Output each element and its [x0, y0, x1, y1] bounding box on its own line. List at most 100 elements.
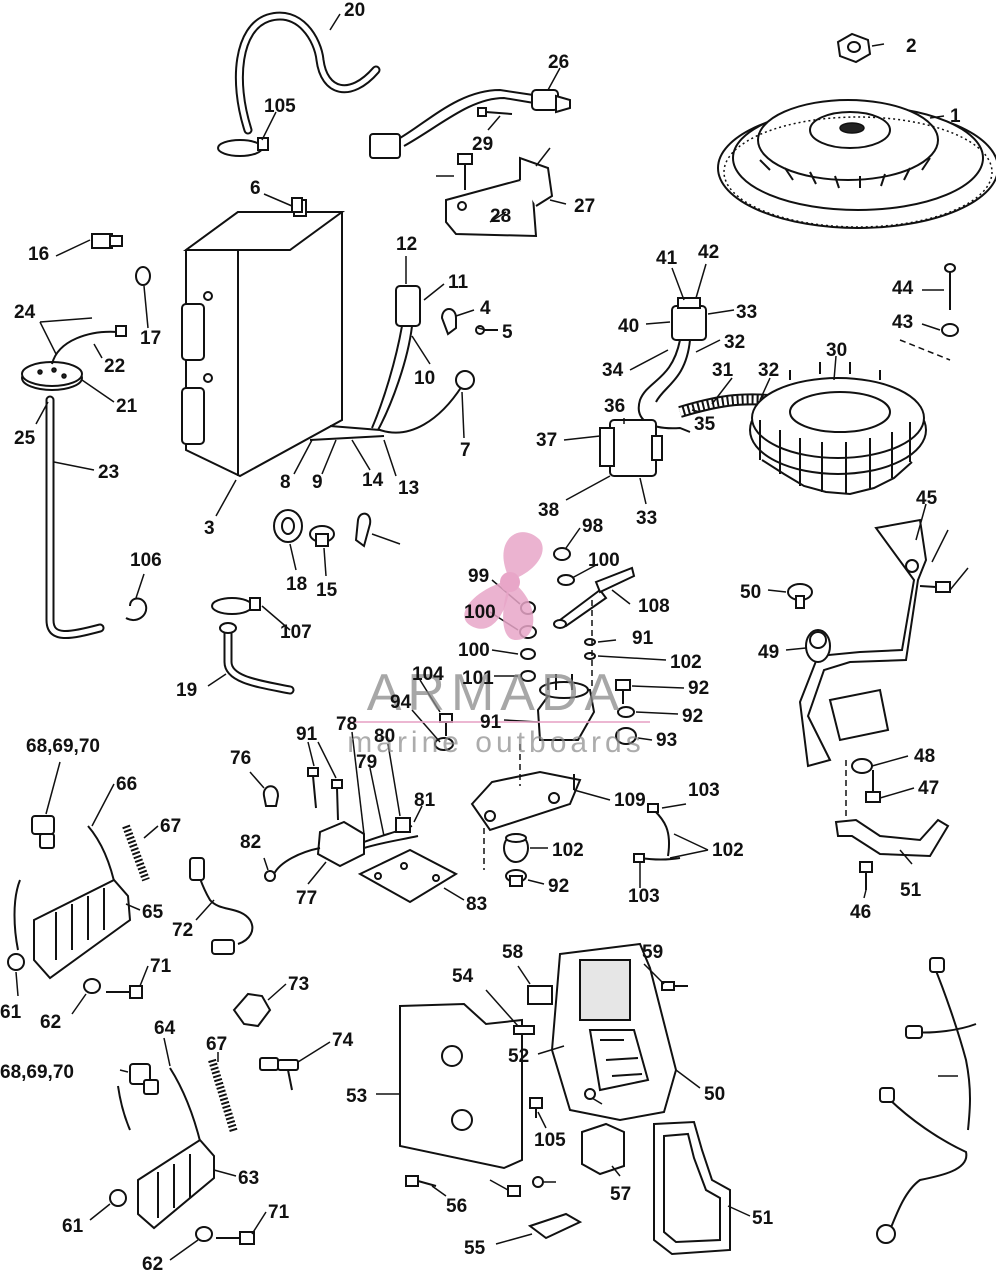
callout-67-top: 67	[160, 816, 181, 837]
bushing-15	[309, 525, 335, 547]
callout-57: 56	[446, 1196, 467, 1217]
washer-61-top	[7, 953, 25, 971]
callout-50: 51	[900, 880, 922, 901]
callout-45: 46	[850, 902, 871, 923]
callout-39: 40	[618, 316, 639, 337]
callout-33-top: 33	[736, 302, 757, 323]
callout-93: 102	[670, 652, 702, 673]
callout-94: 102	[552, 840, 584, 861]
grommet-89	[615, 727, 637, 745]
callout-100-middle: 106	[130, 550, 162, 571]
callout-37: 37	[536, 430, 557, 451]
callout-91-b: 99	[468, 566, 489, 587]
callout-36: 36	[604, 396, 625, 417]
fitting-16	[91, 233, 123, 249]
callout-66: 66	[116, 774, 137, 795]
callout-27: 27	[574, 196, 595, 217]
watermark-tagline: marine outboards	[347, 726, 644, 759]
callout-92-a: 100	[588, 550, 620, 571]
callout-5: 5	[502, 322, 513, 343]
callout-46: 47	[918, 778, 939, 799]
callout-49: 50	[740, 582, 761, 603]
callout-41: 42	[698, 242, 719, 263]
callout-42: 43	[892, 312, 913, 333]
callout-23: 23	[98, 462, 119, 483]
washer-86	[617, 706, 635, 718]
grommet-49	[787, 583, 813, 609]
callout-85: 91	[632, 628, 654, 649]
callout-6: 6	[250, 178, 261, 199]
callout-75: 76	[230, 748, 251, 769]
callout-58: 57	[610, 1184, 631, 1205]
callout-56: 55	[464, 1238, 486, 1259]
tube-23	[45, 395, 105, 640]
callout-32-right: 32	[758, 360, 779, 381]
callout-96-top: 103	[688, 780, 720, 801]
connector-40-41	[671, 297, 707, 341]
regulator-65	[13, 878, 132, 980]
callout-2: 2	[906, 36, 917, 57]
module-76	[264, 817, 419, 882]
screw-107	[919, 581, 951, 593]
stator-30	[749, 362, 927, 496]
screw-43	[944, 263, 956, 310]
washer-62-top	[83, 978, 101, 994]
grommet-94	[503, 833, 529, 863]
callout-99: 105	[534, 1130, 566, 1151]
plate-82	[357, 848, 459, 904]
callout-89: 93	[656, 730, 677, 751]
callout-24: 24	[14, 302, 36, 323]
plate-98	[470, 744, 582, 870]
wires-95-96	[633, 803, 681, 863]
callout-74: 74	[332, 1030, 354, 1051]
callout-100-top: 105	[264, 96, 296, 117]
callout-61-bottom: 61	[62, 1216, 84, 1237]
callout-9: 9	[312, 472, 323, 493]
boot-73	[232, 992, 272, 1028]
callout-90: 94	[390, 692, 412, 713]
harness-10-12	[309, 285, 475, 441]
grommet-18	[273, 509, 303, 543]
callout-87: 92	[688, 678, 709, 699]
callout-labels: 20 2 1 105 26 29 27 28 6 16 17 24 22 21 …	[0, 0, 961, 1273]
fuse-55	[513, 1025, 535, 1035]
callout-60: 59	[642, 942, 663, 963]
callout-10: 10	[414, 368, 435, 389]
callout-3: 3	[204, 518, 215, 539]
callout-81: 82	[240, 832, 261, 853]
fuse-59	[527, 985, 553, 1005]
bolt-45	[859, 861, 873, 890]
callout-78: 79	[356, 752, 377, 773]
terminals-101	[553, 566, 636, 629]
callout-88: 92	[548, 876, 569, 897]
callout-19: 19	[176, 680, 197, 701]
callout-98: 109	[614, 790, 646, 811]
callout-92-b: 100	[464, 602, 496, 623]
callout-52: 51	[752, 1208, 774, 1229]
callout-12: 12	[396, 234, 417, 255]
solenoid-84	[536, 674, 596, 741]
lead-72	[189, 857, 254, 955]
nut-2	[836, 32, 872, 64]
callout-25: 25	[14, 428, 36, 449]
callout-72: 72	[172, 920, 193, 941]
callout-14: 14	[362, 470, 384, 491]
callout-68-69-70-bottom: 68,69,70	[0, 1062, 74, 1083]
callout-31: 31	[712, 360, 734, 381]
filter-21	[21, 325, 127, 391]
callout-32-left: 32	[724, 332, 745, 353]
callout-38: 38	[538, 500, 559, 521]
watermark-brand: ARMADA	[367, 664, 625, 722]
callout-8: 8	[280, 472, 291, 493]
callout-84: 91	[480, 712, 502, 733]
callout-80: 81	[414, 790, 436, 811]
callout-71-bottom: 71	[268, 1202, 290, 1223]
washer-42	[899, 323, 959, 361]
cover-54	[399, 1002, 523, 1170]
callout-59: 58	[502, 942, 523, 963]
callout-35: 35	[694, 414, 716, 435]
callout-22: 22	[104, 356, 125, 377]
relay-58	[581, 1122, 625, 1176]
callout-51: 50	[704, 1084, 725, 1105]
